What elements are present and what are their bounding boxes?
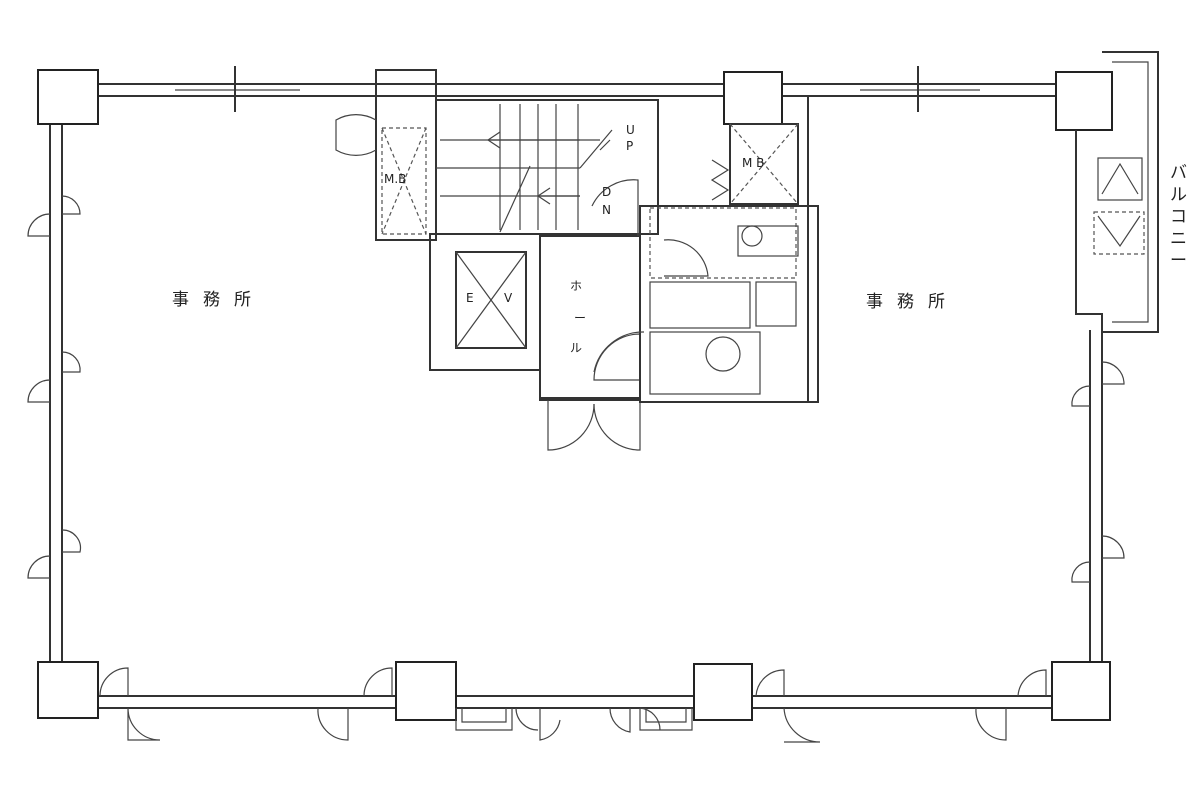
balcony-label-4: ニ	[1170, 229, 1187, 249]
elevator-e-label: E	[466, 291, 474, 305]
balcony-label-2: ル	[1170, 185, 1187, 205]
stair-dn-label-1: D	[602, 185, 611, 199]
labels: 事務所 事務所 M.B M B E V ホ ー ル U P D N バ ル コ …	[172, 123, 1187, 355]
stair-dn-label-2: N	[602, 203, 611, 217]
mb-right-label: M B	[742, 156, 764, 170]
office-right-label: 事務所	[866, 292, 959, 312]
hall-label-1: ホ	[570, 279, 582, 293]
balcony-label-1: バ	[1170, 163, 1187, 183]
hall-label-3: ル	[570, 341, 582, 355]
balcony-label-3: コ	[1170, 207, 1187, 227]
left-side-doors	[27, 195, 82, 579]
outer-walls	[49, 66, 1103, 709]
office-left-label: 事務所	[172, 290, 265, 310]
core	[335, 69, 819, 451]
bottom-doors	[99, 667, 1047, 743]
stair-up-label-1: U	[626, 123, 635, 137]
right-side-doors	[1071, 361, 1125, 583]
balcony-label-5: ー	[1170, 251, 1187, 271]
elevator-v-label: V	[504, 291, 513, 305]
stair-up-label-2: P	[626, 139, 633, 153]
balcony	[1075, 51, 1159, 333]
hall-label-2: ー	[574, 311, 586, 325]
mb-left-label: M.B	[384, 172, 406, 186]
columns	[37, 69, 1113, 721]
